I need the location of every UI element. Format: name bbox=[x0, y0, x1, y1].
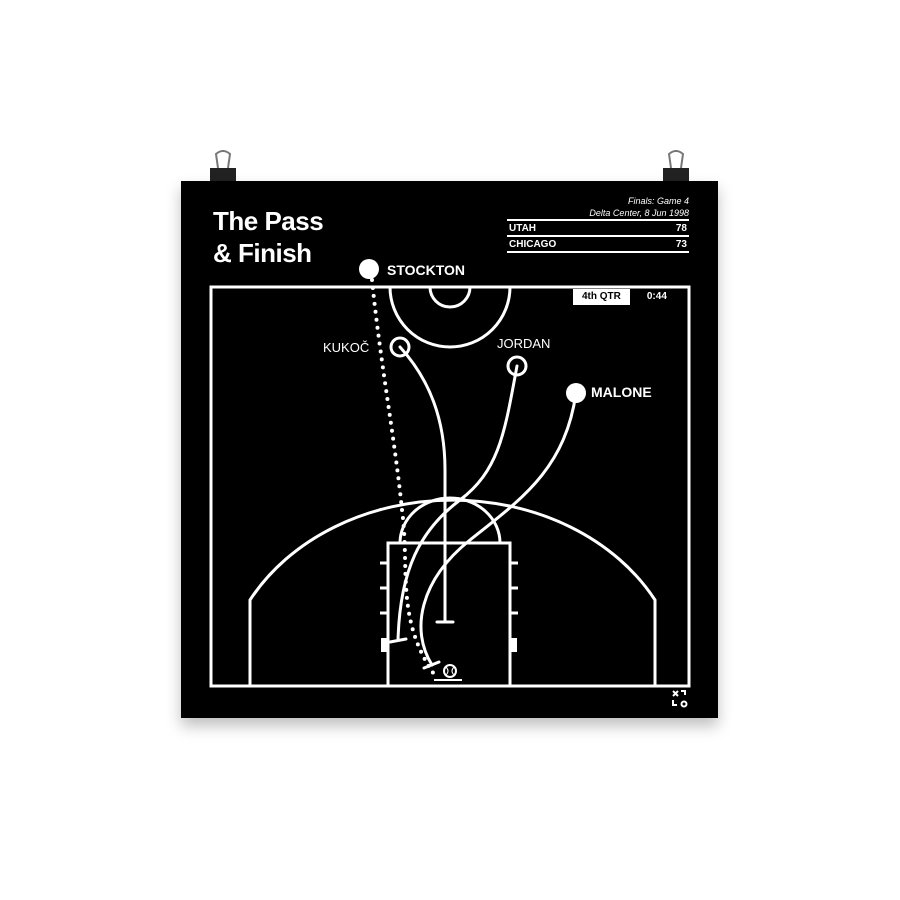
court-diagram bbox=[209, 259, 691, 708]
lane-marks bbox=[380, 561, 518, 615]
team-name: CHICAGO bbox=[509, 239, 557, 250]
score-row: UTAH 78 bbox=[507, 219, 689, 235]
player-label-kukoc: KUKOČ bbox=[323, 340, 370, 355]
malone-screen bbox=[422, 660, 441, 670]
game-venue-date: Delta Center, 8 Jun 1998 bbox=[589, 208, 689, 218]
center-circle-inner bbox=[428, 286, 472, 309]
game-event: Finals: Game 4 bbox=[627, 196, 689, 206]
free-throw-arc bbox=[398, 496, 502, 544]
poster-title: The Pass & Finish bbox=[213, 205, 324, 269]
jordan-marker bbox=[506, 355, 528, 377]
malone-path bbox=[419, 391, 578, 667]
quarter-label: 4th QTR bbox=[573, 289, 630, 305]
basketball-icon bbox=[434, 664, 462, 681]
poster: The Pass & Finish Finals: Game 4 Delta C… bbox=[181, 181, 718, 718]
team-name: UTAH bbox=[509, 223, 537, 234]
game-info: Finals: Game 4 Delta Center, 8 Jun 1998 … bbox=[507, 195, 689, 253]
three-point-line bbox=[248, 498, 657, 686]
team-score: 78 bbox=[675, 223, 687, 234]
stockton-pass bbox=[370, 278, 438, 679]
malone-marker bbox=[566, 383, 586, 403]
jordan-screen bbox=[388, 637, 408, 644]
title-line-2: & Finish bbox=[213, 238, 312, 268]
player-label-malone: MALONE bbox=[591, 384, 652, 400]
player-label-jordan: JORDAN bbox=[497, 336, 551, 351]
kukoc-path bbox=[398, 345, 447, 624]
center-circle bbox=[388, 286, 512, 349]
logo-icon bbox=[672, 690, 688, 708]
game-clock: 4th QTR 0:44 bbox=[573, 289, 684, 305]
time-remaining: 0:44 bbox=[629, 289, 684, 305]
kukoc-marker bbox=[389, 336, 411, 358]
team-score: 73 bbox=[675, 239, 687, 250]
score-row: CHICAGO 73 bbox=[507, 235, 689, 253]
title-line-1: The Pass bbox=[213, 206, 324, 236]
stockton-marker bbox=[359, 259, 379, 279]
player-label-stockton: STOCKTON bbox=[387, 262, 466, 278]
